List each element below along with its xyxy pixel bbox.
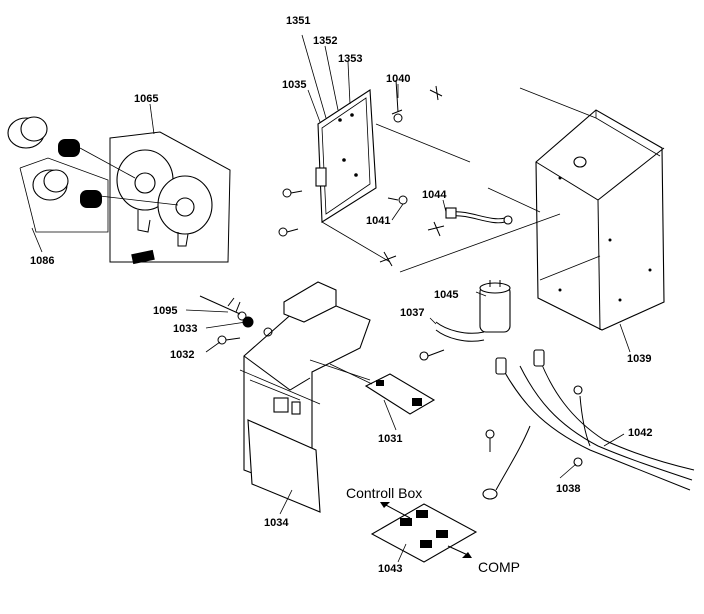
label-1035: 1035	[282, 79, 306, 91]
leader-lines	[31, 84, 631, 563]
motor-assembly	[79, 131, 231, 265]
label-1352: 1352	[313, 35, 337, 47]
part-labels: 1351 1352 1353 1035 1040 1065 1044 1041 …	[30, 15, 652, 575]
label-1033: 1033	[173, 323, 197, 335]
control-knobs	[7, 116, 109, 233]
label-1032: 1032	[170, 349, 194, 361]
label-1095: 1095	[153, 305, 177, 317]
ground-wire	[445, 207, 513, 225]
label-1041: 1041	[366, 215, 390, 227]
label-1043: 1043	[378, 563, 402, 575]
label-1042: 1042	[628, 427, 652, 439]
label-1044: 1044	[422, 189, 447, 201]
control-housing	[239, 281, 371, 513]
label-1031: 1031	[378, 433, 402, 445]
label-1353: 1353	[338, 53, 362, 65]
fasteners	[379, 79, 445, 267]
label-1086: 1086	[30, 255, 54, 267]
label-1040: 1040	[386, 73, 410, 85]
label-1351: 1351	[286, 15, 310, 27]
label-1034: 1034	[264, 517, 289, 529]
wire-harness	[482, 349, 695, 500]
label-1037: 1037	[400, 307, 424, 319]
label-1039: 1039	[627, 353, 651, 365]
label-1045: 1045	[434, 289, 458, 301]
label-1038: 1038	[556, 483, 580, 495]
controll-box-annotation: Controll Box	[346, 485, 422, 501]
capacitor	[419, 280, 511, 361]
knob-fasteners	[199, 295, 273, 345]
label-1065: 1065	[134, 93, 158, 105]
comp-annotation: COMP	[478, 559, 520, 575]
cabinet-housing	[399, 87, 665, 331]
terminal-block	[370, 502, 478, 563]
circuit-board	[278, 34, 471, 263]
display-pcb	[329, 363, 436, 415]
